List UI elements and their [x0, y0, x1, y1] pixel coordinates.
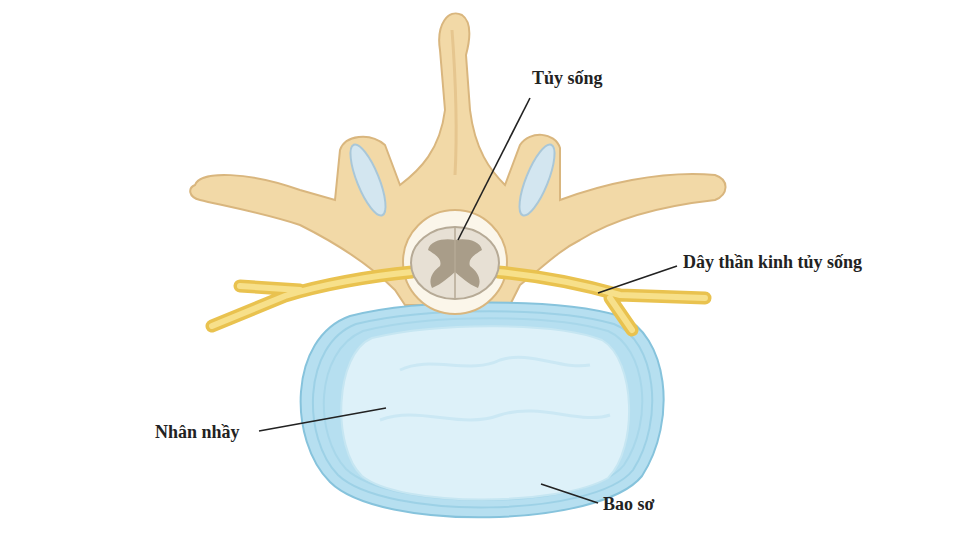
- leader-line: [259, 408, 386, 431]
- leader-line: [541, 484, 598, 503]
- part-label: Dây thần kinh tủy sống: [683, 252, 862, 274]
- spinal-canal: [403, 210, 507, 314]
- part-label: Tủy sống: [532, 68, 603, 90]
- leader-line: [598, 266, 677, 293]
- intervertebral-disc: [301, 303, 664, 518]
- vertebra-bone: [190, 13, 725, 305]
- part-label: Nhân nhầy: [155, 422, 240, 444]
- leader-lines: [259, 98, 677, 503]
- part-label: Bao sơ: [603, 494, 654, 516]
- spinal-cord: [411, 227, 499, 299]
- leader-line: [458, 98, 530, 240]
